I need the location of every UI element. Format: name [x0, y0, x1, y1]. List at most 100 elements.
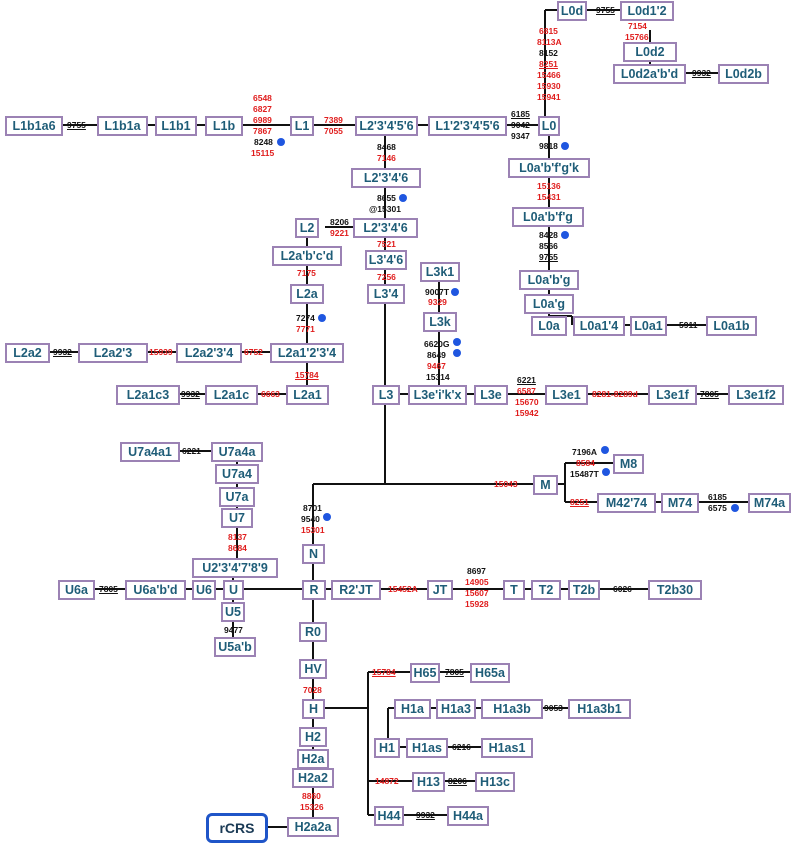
node-U7a4a1[interactable]: U7a4a1: [120, 442, 180, 462]
node-L3k[interactable]: L3k: [423, 312, 457, 332]
node-U7a4[interactable]: U7a4: [215, 464, 259, 484]
node-T2[interactable]: T2: [531, 580, 561, 600]
node-L0a-g[interactable]: L0a'g: [524, 294, 574, 314]
node-N[interactable]: N: [302, 544, 325, 564]
node-L3e1[interactable]: L3e1: [545, 385, 588, 405]
node-L3-4-6[interactable]: L3'4'6: [365, 250, 407, 270]
node-L2-3-4-6-upper[interactable]: L2'3'4'6: [351, 168, 421, 188]
node-L2a1c[interactable]: L2a1c: [205, 385, 258, 405]
mutation-label: 9329: [428, 297, 447, 307]
node-H1a3[interactable]: H1a3: [436, 699, 476, 719]
node-H2a2a[interactable]: H2a2a: [287, 817, 339, 837]
node-U6[interactable]: U6: [192, 580, 216, 600]
dot-marker: [323, 513, 331, 521]
mutation-label: 6185: [511, 109, 530, 119]
node-L0a1-4[interactable]: L0a1'4: [573, 316, 625, 336]
node-L0a1b[interactable]: L0a1b: [706, 316, 757, 336]
node-L0d[interactable]: L0d: [557, 1, 587, 21]
node-L2a2-3-4[interactable]: L2a2'3'4: [176, 343, 242, 363]
node-L0a1[interactable]: L0a1: [630, 316, 667, 336]
node-H65[interactable]: H65: [410, 663, 440, 683]
node-H1[interactable]: H1: [374, 738, 400, 758]
node-H2a2[interactable]: H2a2: [292, 768, 334, 788]
node-H1as1[interactable]: H1as1: [481, 738, 533, 758]
node-H13[interactable]: H13: [412, 772, 445, 792]
node-L1b1[interactable]: L1b1: [155, 116, 197, 136]
node-L0[interactable]: L0: [538, 116, 560, 136]
node-U7a4a[interactable]: U7a4a: [211, 442, 263, 462]
node-R2-JT[interactable]: R2'JT: [331, 580, 381, 600]
mutation-label: 15930: [537, 81, 561, 91]
node-L0a-b-f-g[interactable]: L0a'b'f'g: [512, 207, 584, 227]
node-L0d2a-b-d[interactable]: L0d2a'b'd: [613, 64, 686, 84]
node-L0d2[interactable]: L0d2: [623, 42, 677, 62]
node-H2a[interactable]: H2a: [297, 749, 329, 769]
node-L1-2-3-4-5-6[interactable]: L1'2'3'4'5'6: [428, 116, 507, 136]
node-U5[interactable]: U5: [221, 602, 245, 622]
node-L3e-i-k-x[interactable]: L3e'i'k'x: [408, 385, 467, 405]
node-L0a[interactable]: L0a: [531, 316, 567, 336]
node-H1a3b[interactable]: H1a3b: [481, 699, 543, 719]
node-L0a-b-f-g-k[interactable]: L0a'b'f'g'k: [508, 158, 590, 178]
node-H1a3b1[interactable]: H1a3b1: [568, 699, 631, 719]
mutation-label: 8206: [448, 776, 467, 786]
node-L3e[interactable]: L3e: [474, 385, 508, 405]
node-M42-74[interactable]: M42'74: [597, 493, 656, 513]
node-H1a[interactable]: H1a: [394, 699, 431, 719]
node-L1[interactable]: L1: [290, 116, 314, 136]
node-L3[interactable]: L3: [372, 385, 400, 405]
node-M74[interactable]: M74: [661, 493, 699, 513]
node-L1b[interactable]: L1b: [205, 116, 243, 136]
node-L3e1f2[interactable]: L3e1f2: [728, 385, 784, 405]
node-L2-3-4-6-lower[interactable]: L2'3'4'6: [353, 218, 418, 238]
node-H[interactable]: H: [302, 699, 325, 719]
node-H44[interactable]: H44: [374, 806, 404, 826]
node-R0[interactable]: R0: [299, 622, 327, 642]
node-L3-4[interactable]: L3'4: [367, 284, 405, 304]
node-H65a[interactable]: H65a: [470, 663, 510, 683]
node-L2[interactable]: L2: [295, 218, 319, 238]
node-L3k1[interactable]: L3k1: [420, 262, 460, 282]
node-L2a1-2-3-4[interactable]: L2a1'2'3'4: [270, 343, 344, 363]
node-L2a-b-c-d[interactable]: L2a'b'c'd: [272, 246, 342, 266]
node-L2a[interactable]: L2a: [290, 284, 324, 304]
node-L2a1c3[interactable]: L2a1c3: [116, 385, 180, 405]
node-U2-3-4-7-8-9[interactable]: U2'3'4'7'8'9: [192, 558, 278, 578]
node-L0a-b-g[interactable]: L0a'b'g: [519, 270, 579, 290]
node-L1b1a[interactable]: L1b1a: [97, 116, 148, 136]
node-L2a2[interactable]: L2a2: [5, 343, 50, 363]
node-JT[interactable]: JT: [427, 580, 453, 600]
mutation-label: 7805: [99, 584, 118, 594]
dot-marker: [602, 468, 610, 476]
mutation-label: 15607: [465, 588, 489, 598]
node-L0d1-2[interactable]: L0d1'2: [620, 1, 674, 21]
mutation-label: 7274: [296, 313, 315, 323]
node-L2a1[interactable]: L2a1: [286, 385, 329, 405]
node-H44a[interactable]: H44a: [447, 806, 489, 826]
node-H13c[interactable]: H13c: [475, 772, 515, 792]
node-H1as[interactable]: H1as: [406, 738, 448, 758]
node-M[interactable]: M: [533, 475, 558, 495]
node-U5a-b[interactable]: U5a'b: [214, 637, 256, 657]
node-U[interactable]: U: [223, 580, 244, 600]
root-rCRS[interactable]: rCRS: [206, 813, 268, 843]
mutation-label: 15784: [295, 370, 319, 380]
node-U7a[interactable]: U7a: [219, 487, 255, 507]
node-U7[interactable]: U7: [221, 508, 253, 528]
node-T[interactable]: T: [503, 580, 525, 600]
node-L0d2b[interactable]: L0d2b: [718, 64, 769, 84]
node-H2[interactable]: H2: [299, 727, 327, 747]
node-M74a[interactable]: M74a: [748, 493, 791, 513]
node-HV[interactable]: HV: [299, 659, 327, 679]
node-U6a-b-d[interactable]: U6a'b'd: [125, 580, 186, 600]
node-U6a[interactable]: U6a: [58, 580, 95, 600]
node-T2b30[interactable]: T2b30: [648, 580, 702, 600]
node-L2a2-3[interactable]: L2a2'3: [78, 343, 148, 363]
node-M8[interactable]: M8: [613, 454, 644, 474]
node-T2b[interactable]: T2b: [568, 580, 600, 600]
node-L3e1f[interactable]: L3e1f: [648, 385, 697, 405]
node-L1b1a6[interactable]: L1b1a6: [5, 116, 63, 136]
mutation-label: @15301: [369, 204, 401, 214]
node-R[interactable]: R: [302, 580, 326, 600]
node-L2-3-4-5-6[interactable]: L2'3'4'5'6: [355, 116, 418, 136]
